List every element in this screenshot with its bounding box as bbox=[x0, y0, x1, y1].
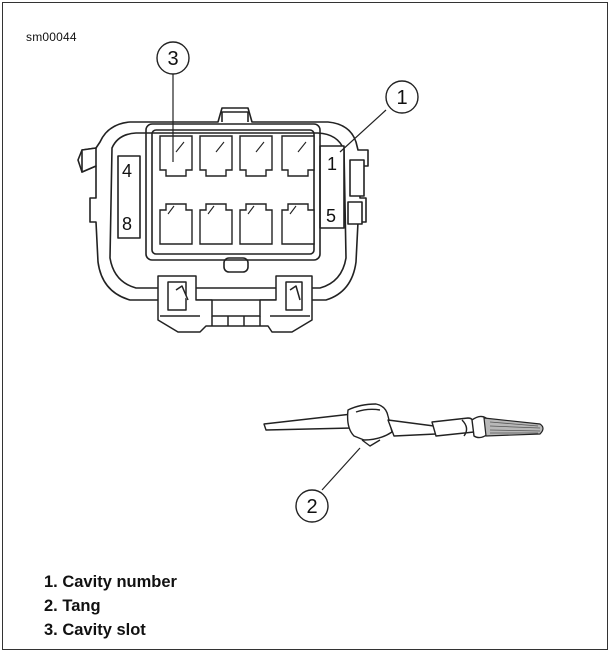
cavity-number-1: 1 bbox=[327, 154, 337, 174]
terminal bbox=[263, 403, 489, 447]
cavity-number-8: 8 bbox=[122, 214, 132, 234]
callout-3-number: 3 bbox=[167, 48, 178, 70]
callout-1-number: 1 bbox=[396, 87, 407, 109]
cavities-top-row bbox=[159, 135, 315, 177]
legend-item-tang: 2. Tang bbox=[44, 597, 101, 615]
legend-item-cavity-slot: 3. Cavity slot bbox=[44, 621, 146, 639]
wire bbox=[483, 417, 544, 437]
cavity-slots-top bbox=[175, 141, 307, 153]
leader-lines bbox=[172, 72, 387, 491]
callout-2: 2 bbox=[295, 489, 329, 523]
legend: 1. Cavity number 2. Tang 3. Cavity slot bbox=[44, 570, 177, 642]
callout-2-number: 2 bbox=[306, 496, 317, 518]
cavity-slots-bottom bbox=[167, 205, 297, 215]
cavity-number-5: 5 bbox=[326, 206, 336, 226]
callout-1: 1 bbox=[385, 80, 419, 114]
figure-id: sm00044 bbox=[26, 30, 77, 44]
legend-item-cavity-number: 1. Cavity number bbox=[44, 573, 177, 591]
cavity-number-4: 4 bbox=[122, 161, 132, 181]
callout-3: 3 bbox=[156, 41, 190, 75]
connector-lock-assembly bbox=[157, 275, 313, 333]
